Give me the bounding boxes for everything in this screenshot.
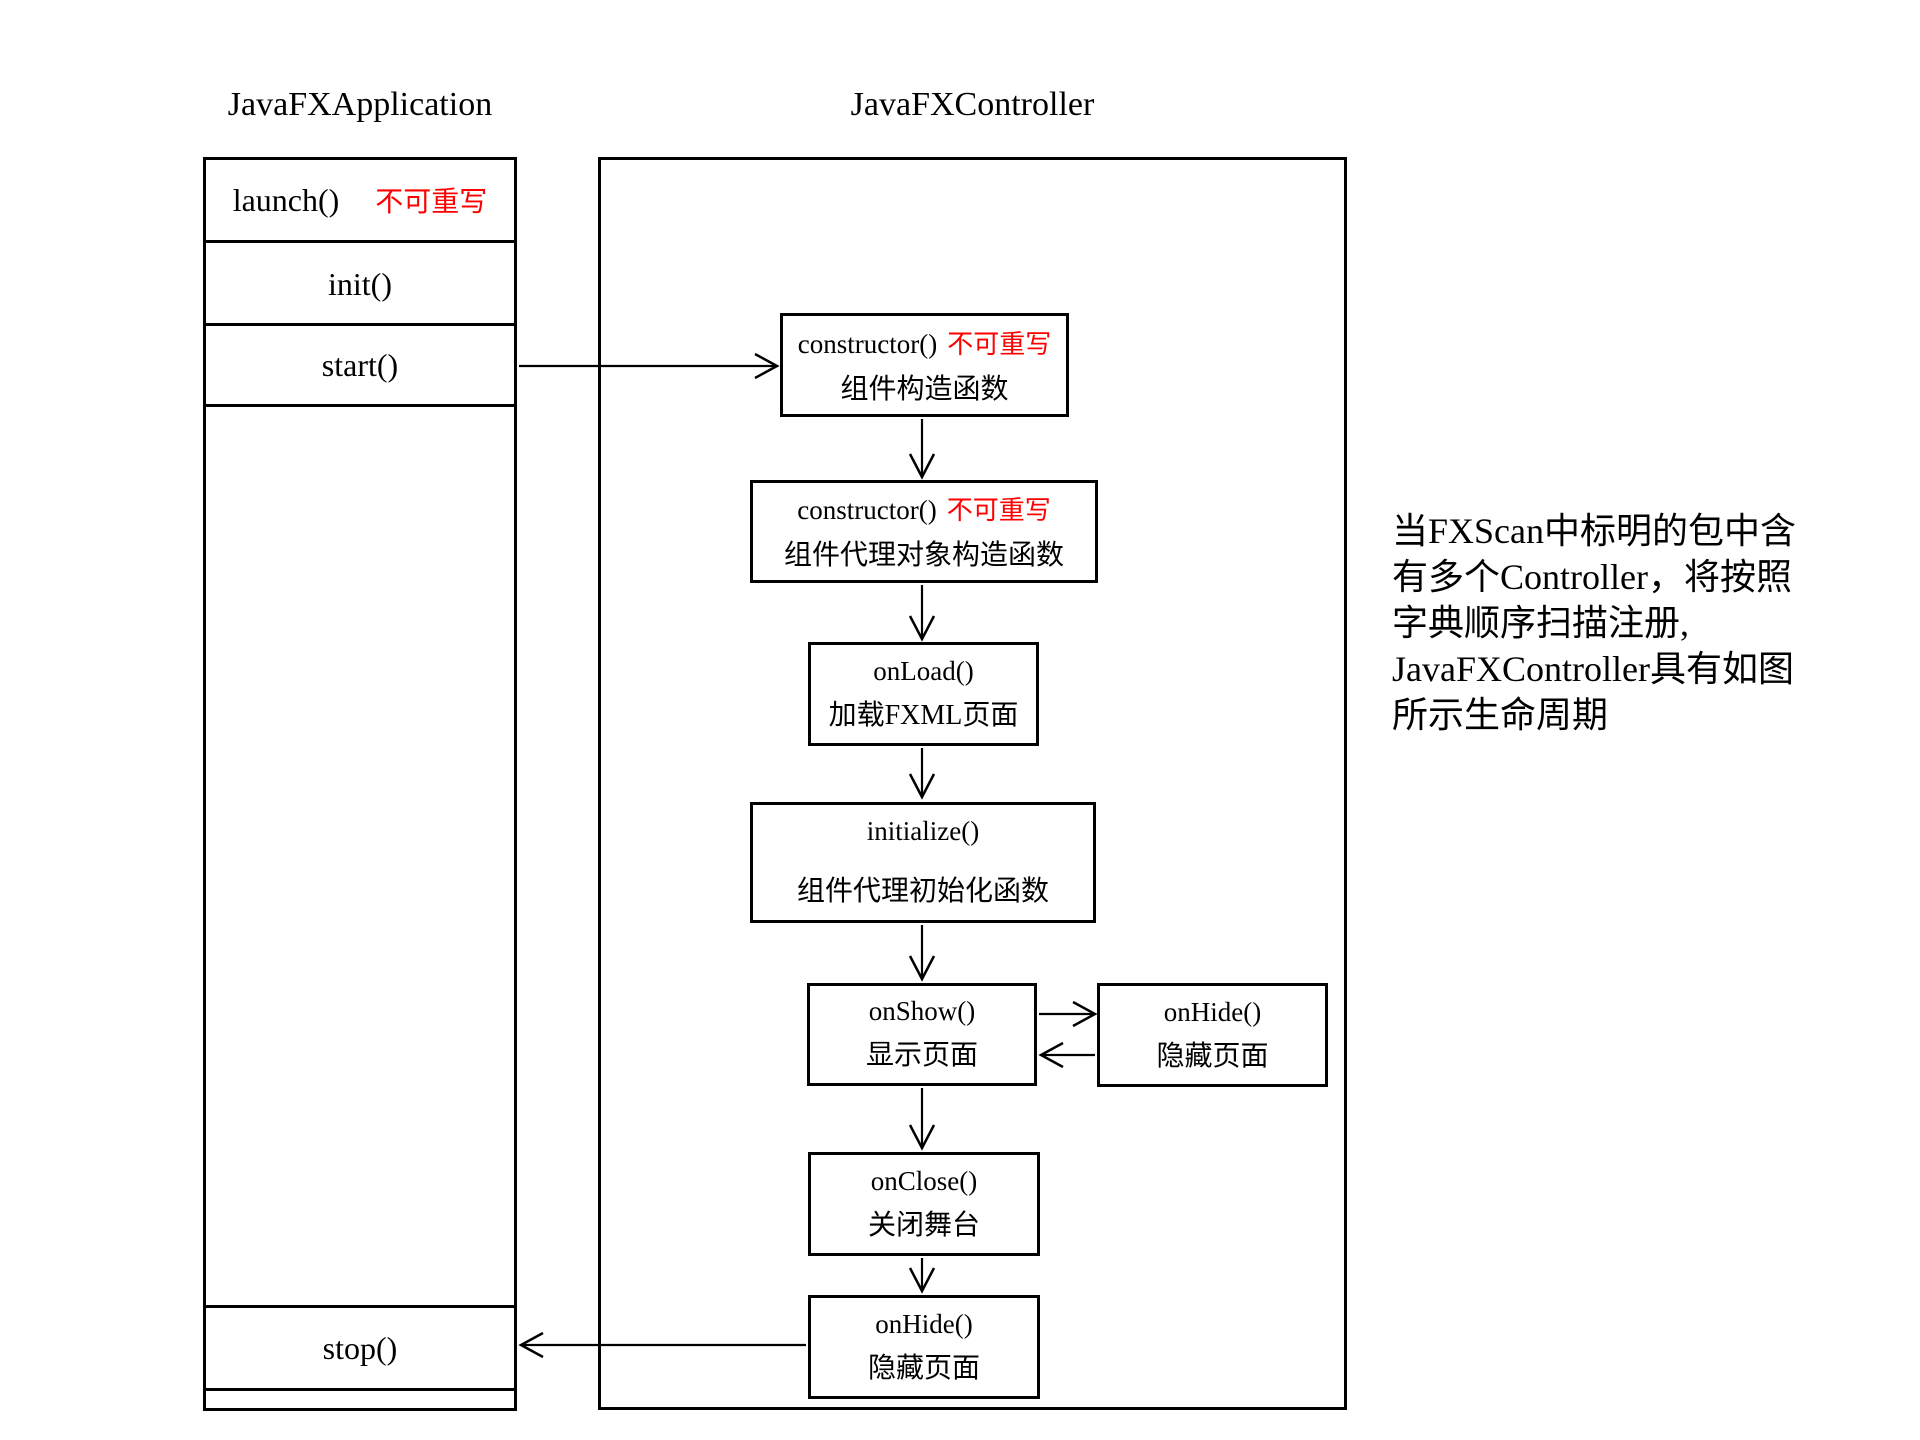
initialize-subtitle: 组件代理初始化函数 [796, 876, 1049, 907]
launch-row: launch() 不可重写 [206, 160, 514, 243]
constructor2-override-annotation: 不可重写 [946, 496, 1051, 525]
flow-box-onshow: onShow() 显示页面 [807, 983, 1037, 1086]
application-class-box: launch() 不可重写 init() start() stop() [203, 157, 517, 1411]
stop-method-label: stop() [322, 1329, 398, 1366]
constructor1-label: constructor() [797, 328, 938, 359]
side-note-line: 有多个Controller，将按照 [1392, 557, 1792, 597]
launch-override-annotation: 不可重写 [375, 187, 488, 218]
flow-box-initialize: initialize() 组件代理初始化函数 [750, 802, 1096, 923]
side-note-line: 字典顺序扫描注册, [1392, 603, 1690, 643]
flow-box-title-line: constructor() 不可重写 [797, 490, 1050, 527]
constructor1-override-annotation: 不可重写 [947, 329, 1052, 359]
onshow-label: onShow() [868, 996, 976, 1026]
onhide-side-label: onHide() [1163, 996, 1262, 1027]
onclose-subtitle: 关闭舞台 [867, 1209, 980, 1241]
flow-box-onload: onLoad() 加载FXML页面 [808, 642, 1039, 746]
onhide-end-label: onHide() [875, 1308, 973, 1339]
launch-method-label: launch() [232, 181, 340, 218]
flow-box-title-line: constructor() 不可重写 [798, 324, 1051, 361]
onclose-label: onClose() [870, 1165, 978, 1196]
initialize-label: initialize() [866, 816, 980, 846]
onload-label: onLoad() [873, 655, 974, 686]
flow-box-onhide-end: onHide() 隐藏页面 [808, 1295, 1040, 1399]
start-method-label: start() [321, 346, 399, 383]
stop-row: stop() [206, 1305, 514, 1391]
controller-title: JavaFXController [850, 86, 1095, 123]
flow-box-constructor: constructor() 不可重写 组件构造函数 [780, 313, 1069, 417]
constructor1-subtitle: 组件构造函数 [840, 373, 1009, 405]
onshow-subtitle: 显示页面 [865, 1040, 978, 1071]
flow-box-onhide-side: onHide() 隐藏页面 [1097, 983, 1328, 1087]
init-row: init() [206, 246, 514, 323]
side-note-line: JavaFXController具有如图 [1392, 649, 1794, 689]
side-note-line: 所示生命周期 [1392, 695, 1609, 735]
side-note-line: 当FXScan中标明的包中含 [1392, 511, 1796, 551]
onhide-end-subtitle: 隐藏页面 [867, 1352, 980, 1384]
onhide-side-subtitle: 隐藏页面 [1156, 1040, 1269, 1072]
constructor2-subtitle: 组件代理对象构造函数 [783, 540, 1064, 571]
side-note: 当FXScan中标明的包中含 有多个Controller，将按照 字典顺序扫描注… [1392, 508, 1852, 738]
flow-box-onclose: onClose() 关闭舞台 [808, 1152, 1040, 1256]
application-title: JavaFXApplication [227, 86, 493, 123]
constructor2-label: constructor() [797, 495, 937, 525]
start-row: start() [203, 323, 517, 407]
onload-subtitle: 加载FXML页面 [828, 699, 1019, 731]
flow-box-proxy-constructor: constructor() 不可重写 组件代理对象构造函数 [750, 480, 1098, 583]
init-method-label: init() [328, 266, 392, 302]
